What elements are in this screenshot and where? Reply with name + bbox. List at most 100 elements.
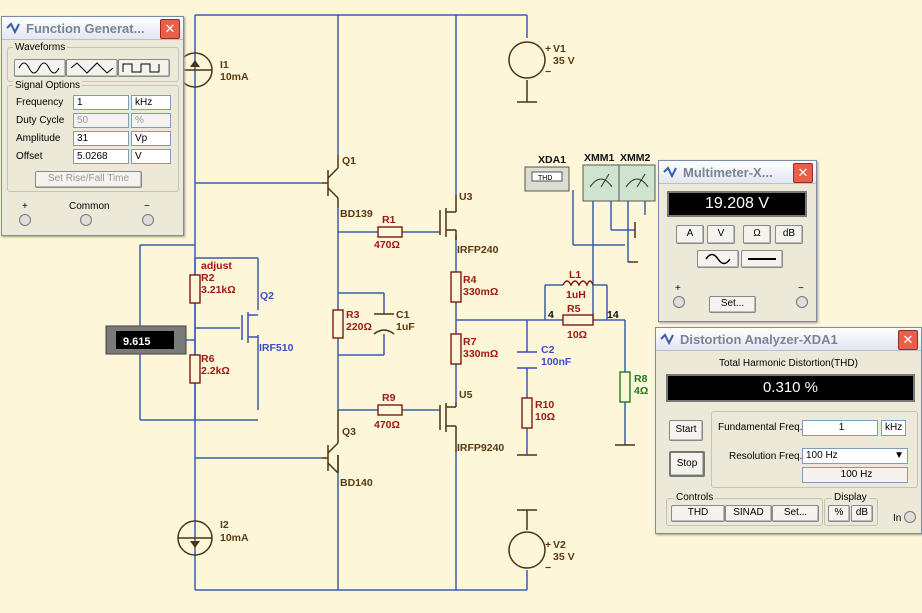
multimeter-set-button[interactable]: Set... <box>709 296 756 313</box>
mode-volt-button[interactable]: V <box>707 225 735 244</box>
mode-ohm-button[interactable]: Ω <box>743 225 771 244</box>
U5-part: IRFP9240 <box>457 442 504 454</box>
ac-mode-button[interactable] <box>697 250 739 268</box>
minus-terminal[interactable] <box>796 296 808 308</box>
fundamental-freq-field[interactable]: 1 <box>802 420 878 436</box>
mode-db-button[interactable]: dB <box>775 225 803 244</box>
close-icon[interactable]: ✕ <box>793 163 813 183</box>
input-terminal[interactable] <box>904 511 916 523</box>
percent-display-button[interactable]: % <box>828 505 850 522</box>
L1-value: 1uH <box>566 289 586 301</box>
frequency-field[interactable]: 1 <box>73 95 129 110</box>
ac-wave-icon <box>705 253 731 265</box>
xmm2-instrument <box>618 164 656 202</box>
C1-name: C1 <box>396 309 410 321</box>
chevron-down-icon[interactable]: ▼ <box>894 450 904 461</box>
svg-text:+: + <box>545 43 551 55</box>
R2-resistor <box>189 274 201 304</box>
minus-terminal-label: − <box>798 283 804 294</box>
V1-name: V1 <box>553 43 566 55</box>
distortion-analyzer-window[interactable]: Distortion Analyzer-XDA1 ✕ Total Harmoni… <box>655 327 922 534</box>
function-generator-window[interactable]: Function Generat... ✕ Waveforms Signal O… <box>1 16 184 236</box>
common-terminal[interactable] <box>80 214 92 226</box>
Q1-part: BD139 <box>340 208 373 220</box>
dc-mode-button[interactable] <box>741 250 783 268</box>
amplitude-label: Amplitude <box>16 133 61 144</box>
duty-cycle-unit: % <box>131 113 171 128</box>
R9-resistor <box>377 404 403 416</box>
C2-value: 100nF <box>541 356 572 368</box>
waveforms-group <box>7 47 179 82</box>
Q2-mosfet <box>241 312 258 343</box>
R2-value: 3.21kΩ <box>201 284 236 296</box>
stop-button[interactable]: Stop <box>669 451 705 477</box>
plus-terminal[interactable] <box>673 296 685 308</box>
close-icon[interactable]: ✕ <box>160 19 180 39</box>
xmm1-label: XMM1 <box>584 152 614 164</box>
xda1-label: XDA1 <box>538 154 566 166</box>
signal-options-group <box>7 85 179 192</box>
frequency-unit[interactable]: kHz <box>131 95 171 110</box>
fundamental-freq-unit[interactable]: kHz <box>881 420 906 436</box>
R1-value: 470Ω <box>374 239 400 251</box>
sine-wave-button[interactable] <box>14 59 66 77</box>
dc-line-icon <box>748 258 776 260</box>
R1-name: R1 <box>382 214 396 226</box>
svg-text:−: − <box>545 562 551 574</box>
R9-value: 470Ω <box>374 419 400 431</box>
C2-name: C2 <box>541 344 555 356</box>
I2-value: 10mA <box>220 532 249 544</box>
offset-unit[interactable]: V <box>131 149 171 164</box>
minus-terminal[interactable] <box>142 214 154 226</box>
triangle-wave-button[interactable] <box>66 59 118 77</box>
R7-name: R7 <box>463 336 477 348</box>
distortion-analyzer-titlebar[interactable]: Distortion Analyzer-XDA1 <box>656 328 921 351</box>
app-icon <box>663 166 677 178</box>
offset-field[interactable]: 5.0268 <box>73 149 129 164</box>
set-rise-fall-button[interactable]: Set Rise/Fall Time <box>35 171 142 188</box>
plus-terminal[interactable] <box>19 214 31 226</box>
R7-resistor <box>450 333 462 365</box>
db-display-button[interactable]: dB <box>851 505 873 522</box>
fundamental-freq-label: Fundamental Freq. <box>718 422 803 433</box>
amplitude-unit[interactable]: Vp <box>131 131 171 146</box>
plus-terminal-label: + <box>22 201 28 212</box>
amplitude-field[interactable]: 31 <box>73 131 129 146</box>
multimeter-window[interactable]: Multimeter-X... ✕ 19.208 V A V Ω dB + − … <box>658 160 817 322</box>
xmm2-label: XMM2 <box>620 152 650 164</box>
L1-inductor <box>562 280 594 287</box>
C1-capacitor <box>373 313 395 335</box>
multimeter-titlebar[interactable]: Multimeter-X... <box>659 161 816 184</box>
U3-mosfet <box>439 195 457 240</box>
R3-resistor <box>332 309 344 339</box>
duty-cycle-field: 50 <box>73 113 129 128</box>
mode-ampere-button[interactable]: A <box>676 225 704 244</box>
U5-name: U5 <box>459 389 473 401</box>
V1-source <box>508 41 546 79</box>
probe-value: 9.615 <box>123 336 151 348</box>
V2-name: V2 <box>553 539 566 551</box>
node-14-label: 14 <box>607 309 619 321</box>
function-generator-titlebar[interactable]: Function Generat... <box>2 17 183 40</box>
resolution-freq-select[interactable]: 100 Hz ▼ <box>802 448 908 464</box>
R6-value: 2.2kΩ <box>201 365 230 377</box>
common-terminal-label: Common <box>69 201 110 212</box>
xmm1-instrument <box>582 164 620 202</box>
distortion-set-button[interactable]: Set... <box>772 505 819 522</box>
thd-mode-button[interactable]: THD <box>671 505 725 522</box>
Q2-part: IRF510 <box>259 342 294 354</box>
close-icon[interactable]: ✕ <box>898 330 918 350</box>
start-button[interactable]: Start <box>669 420 703 441</box>
window-title: Function Generat... <box>26 20 145 36</box>
sinad-mode-button[interactable]: SINAD <box>725 505 772 522</box>
I1-name: I1 <box>220 59 229 71</box>
R2-name: R2 <box>201 272 215 284</box>
triangle-wave-icon <box>70 62 114 74</box>
app-icon <box>6 22 20 34</box>
square-wave-button[interactable] <box>118 59 170 77</box>
waveforms-label: Waveforms <box>13 42 68 53</box>
R6-resistor <box>189 354 201 384</box>
R6-name: R6 <box>201 353 215 365</box>
frequency-label: Frequency <box>16 97 64 108</box>
plus-terminal-label: + <box>675 283 681 294</box>
